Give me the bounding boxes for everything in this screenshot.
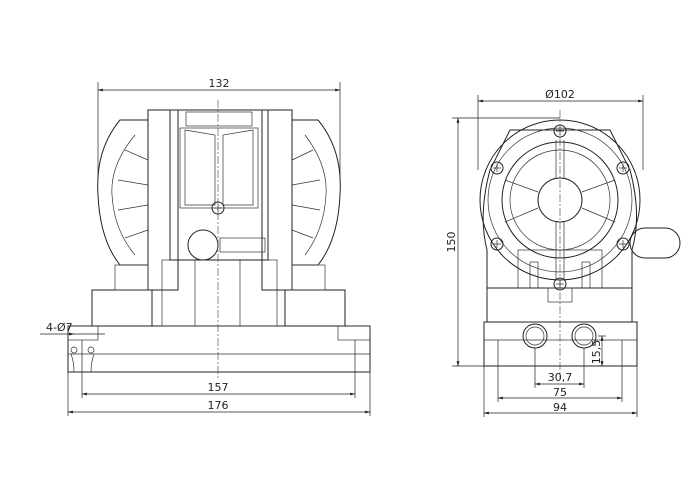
dim-94-label: 94 [553, 401, 567, 414]
dim-15-5-label: 15,5 [590, 340, 603, 365]
dim-holes-label: 4-Ø7 [46, 321, 73, 334]
center-block [169, 109, 269, 261]
front-view: 132 4-Ø7 157 176 [40, 77, 371, 416]
dim-176-label: 176 [208, 399, 229, 412]
dim-diameter-label: Ø102 [545, 88, 575, 101]
left-diaphragm-chamber [97, 119, 149, 291]
mount-hole-icon [70, 346, 95, 373]
right-diaphragm-chamber [291, 119, 341, 291]
dim-157-label: 157 [208, 381, 229, 394]
base-plate [67, 325, 371, 373]
dim-132-label: 132 [209, 77, 230, 90]
port-icon [522, 323, 597, 349]
dim-75-label: 75 [553, 386, 567, 399]
dim-150-label: 150 [445, 232, 458, 253]
side-base [483, 321, 638, 367]
port-circle [187, 229, 219, 261]
handle [629, 227, 681, 259]
side-view: Ø102 150 15,5 30,7 75 94 [445, 88, 681, 417]
dim-30-7-label: 30,7 [548, 371, 573, 384]
